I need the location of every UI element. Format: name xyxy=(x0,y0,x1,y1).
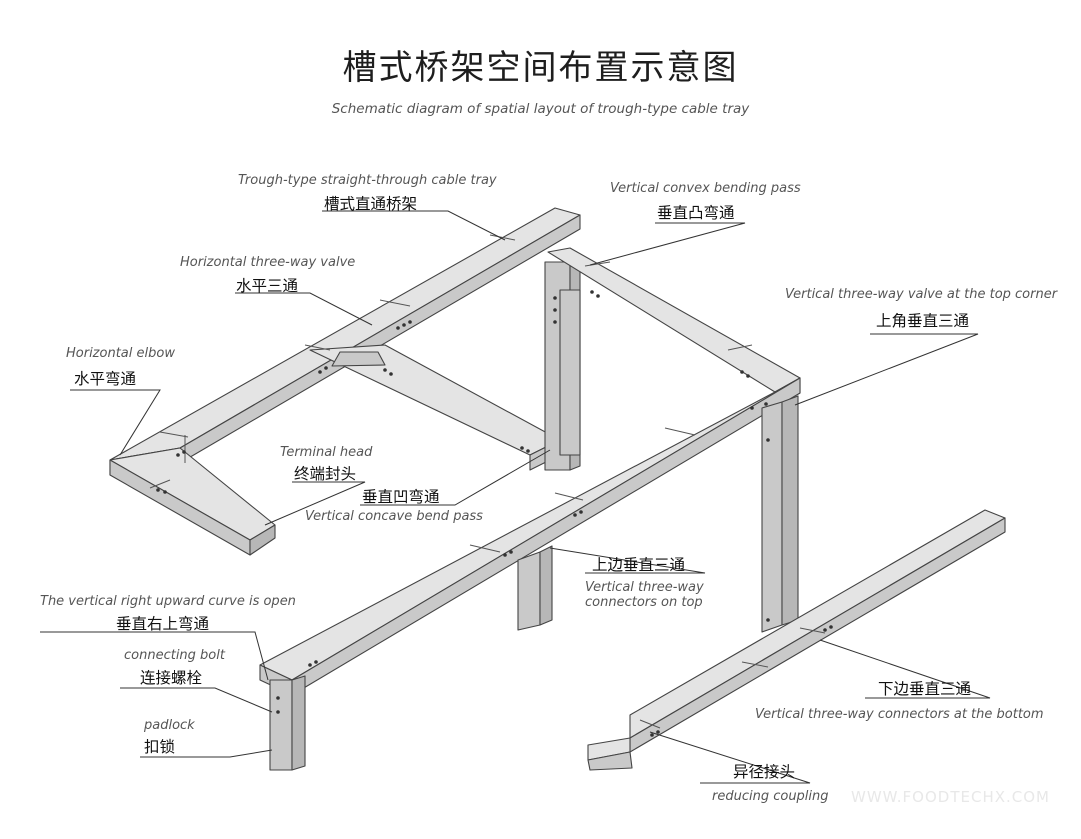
label-reducing-coupling-en: reducing coupling xyxy=(712,789,829,804)
label-straight-through-en: Trough-type straight-through cable tray xyxy=(238,173,497,188)
label-convex-bend-zh: 垂直凸弯通 xyxy=(657,204,735,222)
label-concave-bend-en: Vertical concave bend pass xyxy=(305,509,483,524)
label-right-upward-curve-en: The vertical right upward curve is open xyxy=(40,594,296,609)
top-tee-drop xyxy=(517,545,553,631)
label-top-corner-tee-zh: 上角垂直三通 xyxy=(876,312,970,330)
label-terminal-head-en: Terminal head xyxy=(280,445,373,460)
label-top-corner-tee-en: Vertical three-way valve at the top corn… xyxy=(785,287,1058,302)
connecting-bolts xyxy=(156,290,833,737)
label-top-tee-en-1: Vertical three-way xyxy=(585,580,704,595)
page-subtitle: Schematic diagram of spatial layout of t… xyxy=(331,101,750,117)
label-horizontal-tee-en: Horizontal three-way valve xyxy=(180,255,356,270)
left-drop-leg xyxy=(269,675,306,771)
label-bottom-tee-zh: 下边垂直三通 xyxy=(878,680,972,698)
label-top-tee-zh: 上边垂直三通 xyxy=(592,556,686,574)
watermark: WWW.FOODTECHX.COM xyxy=(851,788,1050,806)
left-tray-loop xyxy=(109,207,581,556)
label-terminal-head-zh: 终端封头 xyxy=(294,465,357,483)
label-right-upward-curve-zh: 垂直右上弯通 xyxy=(116,615,210,633)
label-connecting-bolt-zh: 连接螺栓 xyxy=(140,669,203,687)
label-top-tee-en-2: connectors on top xyxy=(585,595,703,610)
label-horizontal-elbow-en: Horizontal elbow xyxy=(66,346,175,361)
label-concave-bend-zh: 垂直凹弯通 xyxy=(362,488,440,506)
leader-lines xyxy=(40,210,991,784)
label-padlock-zh: 扣锁 xyxy=(144,738,176,756)
label-horizontal-tee-zh: 水平三通 xyxy=(236,277,299,295)
page-title: 槽式桥架空间布置示意图 xyxy=(342,48,739,88)
label-bottom-tee-en: Vertical three-way connectors at the bot… xyxy=(755,707,1044,722)
vertical-riser-left xyxy=(544,247,801,471)
label-reducing-coupling-zh: 异径接头 xyxy=(733,763,796,781)
right-riser xyxy=(761,395,799,633)
label-convex-bend-en: Vertical convex bending pass xyxy=(610,181,801,196)
label-padlock-en: padlock xyxy=(144,718,195,733)
bottom-tray xyxy=(587,509,1006,771)
label-straight-through-zh: 槽式直通桥架 xyxy=(324,195,418,213)
label-connecting-bolt-en: connecting bolt xyxy=(124,648,225,663)
label-horizontal-elbow-zh: 水平弯通 xyxy=(74,370,137,388)
